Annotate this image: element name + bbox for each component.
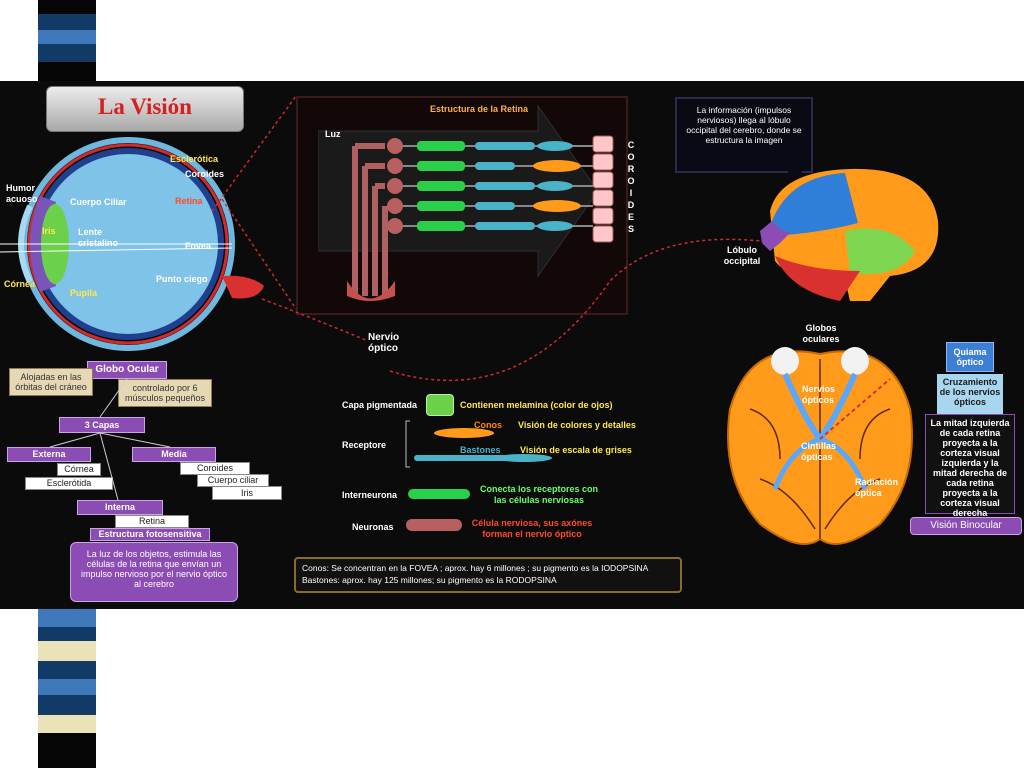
note-line-2: Bastones: aprox. hay 125 millones; su pi…: [302, 575, 557, 585]
capa-icon: [426, 394, 454, 416]
interneurona-icon: [408, 489, 470, 499]
brain-bottom-illustration: [727, 347, 913, 545]
cintillas-opticas-label: Cintillas ópticas: [801, 441, 837, 462]
mitad-box: La mitad izquierda de cada retina proyec…: [925, 414, 1015, 518]
legend-conos-desc: Visión de colores y detalles: [518, 420, 636, 430]
coroides-letter: I: [629, 188, 633, 198]
legend-receptor-label: Receptore: [342, 440, 387, 450]
esclerotida-box: Esclerótida: [25, 477, 113, 490]
note-line-1: Conos: Se concentran en la FOVEA ; aprox…: [302, 563, 649, 573]
fovea-label: Fovea: [185, 241, 212, 251]
legend-neuronas-label: Neuronas: [352, 522, 394, 532]
media-box: Media: [132, 447, 216, 462]
retina-label: Retina: [175, 196, 203, 206]
eye-illustration: [0, 137, 264, 351]
legend-interneurona-desc: Conecta los receptores con las células n…: [479, 484, 599, 505]
note-box: Conos: Se concentran en la FOVEA ; aprox…: [294, 557, 682, 593]
decor-stripe-bottom: [38, 609, 96, 768]
humor-acuoso-label: Humor acuoso: [6, 183, 38, 204]
retina-title: Estructura de la Retina: [430, 104, 529, 114]
luz-label: Luz: [325, 129, 341, 139]
coroides-letter: R: [627, 164, 635, 174]
lente-label: Lente cristalino: [78, 227, 119, 248]
nervios-opticos-label: Nervios ópticos: [802, 384, 836, 405]
alojadas-box: Alojadas en las órbitas del cráneo: [9, 368, 93, 396]
brain-info-text: La información (impulsos nerviosos) lleg…: [686, 105, 802, 145]
neuronas-icon: [406, 519, 462, 531]
diagram-panel: La Visión Humor acuoso Iris Córnea Cuerp…: [0, 81, 1024, 609]
controlado-box: controlado por 6 músculos pequeños: [118, 379, 212, 407]
coroides-letters: C O R O I D E S: [626, 139, 636, 235]
receptor-icons: [405, 420, 552, 468]
quiasma-box: Quiama óptico: [946, 342, 994, 372]
title-box: La Visión: [46, 86, 244, 132]
legend-interneurona-label: Interneurona: [342, 490, 398, 500]
legend-bastones-desc: Visión de escala de grises: [520, 445, 632, 455]
retina-cells: [347, 135, 614, 301]
coroides-letter: E: [627, 212, 634, 222]
interna-box: Interna: [77, 500, 163, 515]
coroides-label: Coroides: [185, 169, 225, 179]
connector-lines: [211, 95, 761, 382]
coroides-letter: S: [627, 224, 634, 234]
nervio-optico-label: Nervio óptico: [368, 332, 400, 354]
legend-conos-label: Conos: [474, 420, 502, 430]
punto-ciego-label: Punto ciego: [156, 274, 208, 284]
legend-capa-desc: Contienen melamina (color de ojos): [460, 400, 613, 410]
pupila-label: Pupila: [70, 288, 98, 298]
capas-box: 3 Capas: [59, 417, 145, 433]
lobulo-occipital-label: Lóbulo occipital: [723, 245, 761, 266]
legend-capa-label: Capa pigmentada: [342, 400, 418, 410]
coroides-letter: O: [627, 152, 635, 162]
esclerotica-label: Esclerótica: [170, 154, 219, 164]
coroides-letter: O: [627, 176, 635, 186]
brain-info-box: La información (impulsos nerviosos) lleg…: [675, 97, 813, 173]
retina-box: Retina: [115, 515, 189, 528]
legend-neuronas-desc: Célula nerviosa, sus axónes forman el ne…: [471, 518, 593, 539]
page-title: La Visión: [98, 94, 192, 119]
concept-lines: [49, 378, 171, 501]
coroides-letter: C: [627, 140, 635, 150]
iris-label: Iris: [42, 226, 56, 236]
radiacion-optica-label: Radiación óptica: [855, 477, 899, 498]
cuerpo-ciliar-label: Cuerpo Ciliar: [70, 197, 127, 207]
legend-bastones-label: Bastones: [460, 445, 501, 455]
cornea-box: Córnea: [57, 463, 101, 476]
coroides-letter: D: [627, 200, 635, 210]
globo-description: La luz de los objetos, estimula las célu…: [70, 542, 238, 602]
brain-side-illustration: [760, 161, 939, 301]
iris-box: Iris: [212, 486, 282, 500]
vision-binocular-box: Visión Binocular: [910, 517, 1022, 535]
cornea-label: Córnea: [4, 279, 36, 289]
externa-box: Externa: [7, 447, 91, 462]
cruzamiento-box: Cruzamiento de los nervios ópticos: [937, 374, 1003, 414]
decor-stripe-top: [38, 0, 96, 81]
estructura-box: Estructura fotosensitiva: [90, 528, 210, 541]
globos-oculares-label: Globos oculares: [802, 323, 840, 344]
